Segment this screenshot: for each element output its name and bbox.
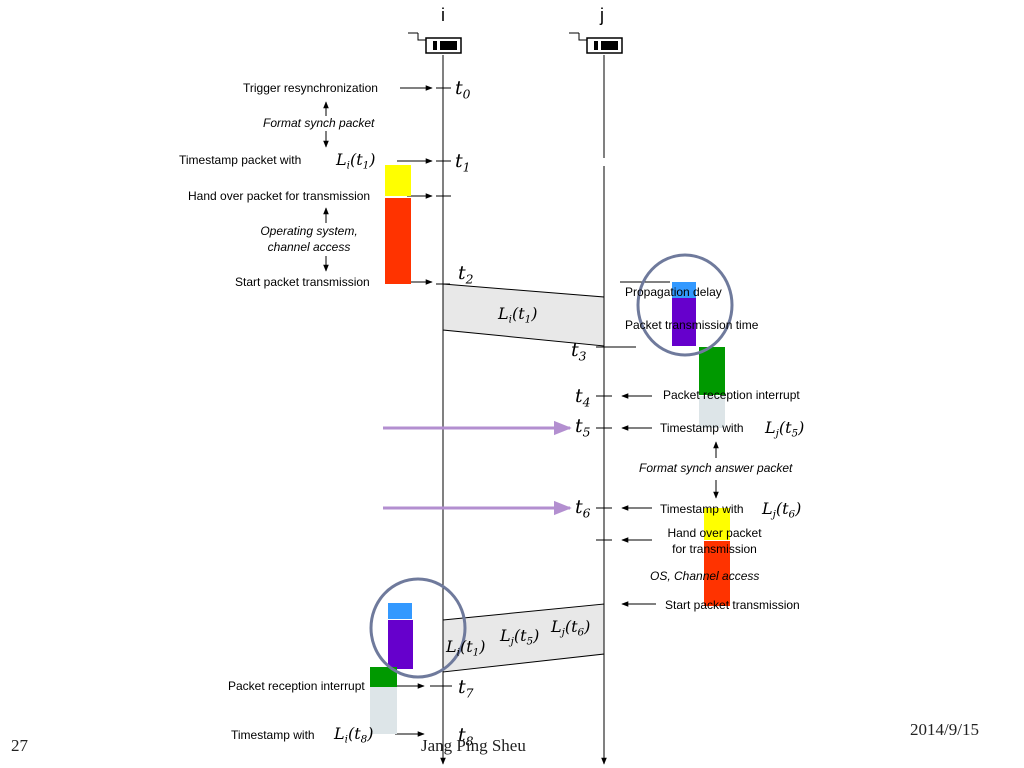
trigger-resync-label: Trigger resynchronization	[243, 81, 378, 95]
transmission-block-purple	[672, 298, 696, 346]
timestamp-block-gray	[699, 396, 725, 428]
timestamp6-label: Timestamp with	[660, 502, 744, 516]
os-answer-block-red	[704, 541, 730, 606]
propagation-block-blue-2	[388, 603, 412, 619]
os-block-red	[385, 198, 411, 284]
node-i-icon	[408, 32, 462, 54]
time-label-t6: t6	[575, 496, 591, 521]
page-number: 27	[11, 736, 28, 755]
timestamp-block-gray-2	[370, 687, 397, 734]
handover-answer-line1: Hand over packet	[667, 526, 762, 540]
formula-li-t8: Li(t8)	[334, 724, 374, 746]
transmission-time-label: Packet transmission time	[625, 318, 759, 332]
footer-author: Jang Ping Sheu	[421, 736, 526, 755]
node-j-icon	[569, 32, 623, 54]
formula-answer-lj-t5: Lj(t5)	[500, 626, 540, 648]
reception-block-green	[699, 347, 725, 395]
transmission-block-purple-2	[388, 620, 413, 669]
formula-answer-li-t1: Li(t1)	[446, 637, 486, 659]
answer-packet-band	[442, 603, 605, 673]
timestamp-end-label: Timestamp with	[231, 728, 315, 742]
os-channel-label: Operating system, channel access	[245, 224, 373, 254]
sync-packet-band	[442, 283, 605, 347]
time-label-t5: t5	[575, 415, 591, 440]
os-channel-line2: channel access	[267, 240, 351, 254]
formula-answer-lj-t6: Lj(t6)	[551, 617, 591, 639]
time-label-t0: t0	[455, 77, 471, 102]
format-answer-label: Format synch answer packet	[639, 461, 793, 475]
propagation-block-blue	[672, 282, 696, 298]
os-answer-label: OS, Channel access	[650, 569, 760, 583]
format-synch-label: Format synch packet	[263, 116, 375, 130]
timestamp5-label: Timestamp with	[660, 421, 744, 435]
formula-lj-t5: Lj(t5)	[765, 418, 805, 440]
start-transmission-label: Start packet transmission	[235, 275, 370, 289]
time-label-t3: t3	[571, 339, 587, 364]
time-label-t8: t8	[458, 724, 474, 749]
format-answer-block-yellow	[704, 508, 730, 540]
highlight-circle-i	[369, 577, 467, 679]
highlight-circle-j	[636, 253, 734, 357]
format-block-yellow	[385, 165, 411, 196]
time-label-t4: t4	[575, 385, 591, 410]
os-channel-line1: Operating system,	[260, 224, 358, 238]
start-transmission-answer-label: Start packet transmission	[665, 598, 800, 612]
handover-label: Hand over packet for transmission	[188, 189, 371, 203]
propagation-delay-label: Propagation delay	[625, 285, 722, 299]
formula-lj-t6: Lj(t6)	[762, 499, 802, 521]
node-j-label: j	[600, 5, 604, 25]
handover-answer-label: Hand over packet for transmission	[652, 526, 777, 556]
footer-date: 2014/9/15	[910, 720, 979, 739]
time-label-t1: t1	[455, 150, 471, 175]
timestamp-packet-label: Timestamp packet with	[179, 153, 302, 167]
formula-li-t1-timestamp: Li(t1)	[336, 150, 376, 172]
handover-answer-line2: for transmission	[672, 542, 757, 556]
node-i-label: i	[441, 5, 445, 25]
reception-interrupt-label-left: Packet reception interrupt	[228, 679, 365, 693]
time-label-t7: t7	[458, 676, 474, 701]
reception-interrupt-label-right: Packet reception interrupt	[663, 388, 800, 402]
formula-li-t1-packet: Li(t1)	[498, 304, 538, 326]
time-label-t2: t2	[458, 262, 474, 287]
reception-block-green-2	[370, 667, 397, 687]
